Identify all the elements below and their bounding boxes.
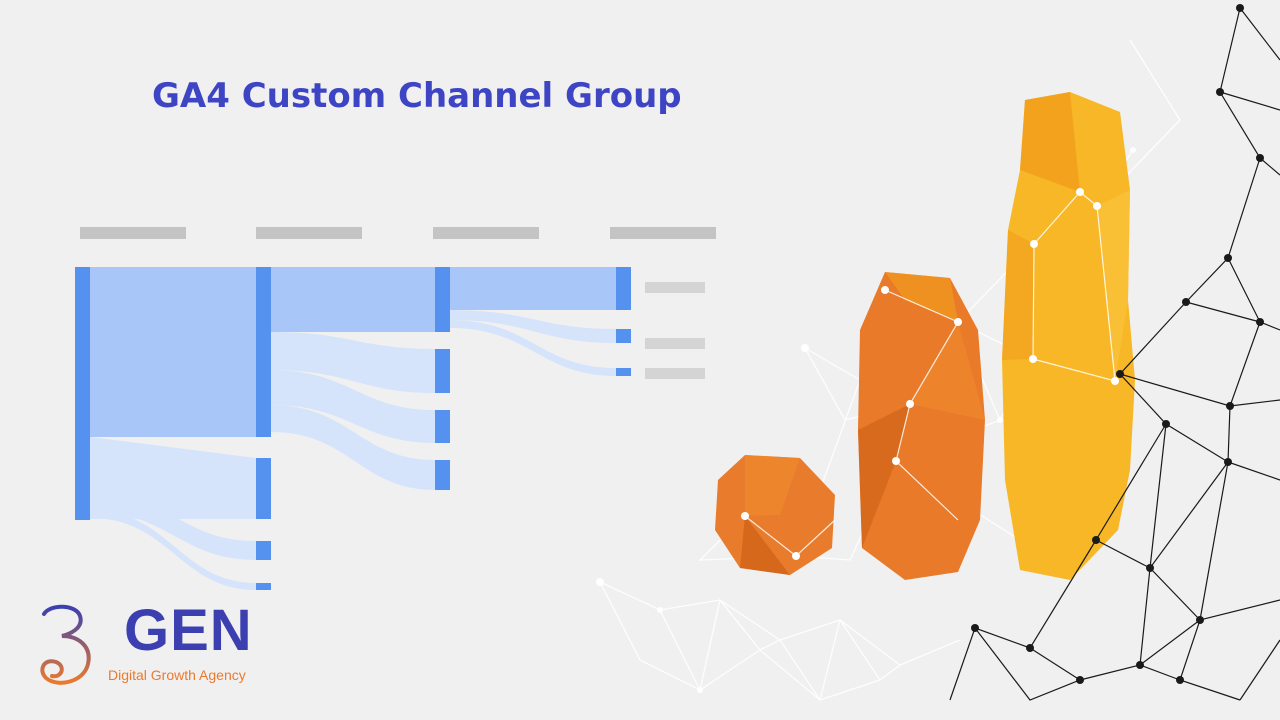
growth-bar-large xyxy=(1002,92,1135,580)
sankey-node xyxy=(256,541,271,560)
sankey-flow xyxy=(90,510,256,590)
sankey-node xyxy=(435,410,450,443)
column-header-placeholder xyxy=(433,227,539,239)
sankey-node xyxy=(616,368,631,376)
sankey-flow xyxy=(90,492,256,560)
overlay-nodes xyxy=(596,147,1136,693)
logo-wordmark: GEN xyxy=(124,598,253,663)
sankey-flow xyxy=(450,320,616,376)
slide-title: GA4 Custom Channel Group xyxy=(152,76,682,116)
sankey-node xyxy=(435,267,450,332)
sankey-node xyxy=(75,267,90,520)
sankey-flow xyxy=(90,267,256,437)
sankey-flow xyxy=(271,267,435,332)
node-label-placeholder xyxy=(645,282,705,293)
sankey-node xyxy=(256,267,271,437)
growth-bar-small xyxy=(715,455,835,575)
sankey-node xyxy=(435,460,450,490)
growth-bar-medium xyxy=(858,272,985,580)
sankey-flow xyxy=(271,405,435,490)
logo-tagline: Digital Growth Agency xyxy=(108,667,246,683)
sankey-flow xyxy=(450,267,616,310)
logo-mark-icon xyxy=(40,604,91,685)
node-label-placeholder xyxy=(645,338,705,349)
sankey-flow xyxy=(271,332,435,393)
sankey-node xyxy=(616,267,631,310)
sankey-diagram xyxy=(75,227,716,590)
dark-network-nodes xyxy=(971,4,1264,684)
sankey-node xyxy=(256,458,271,519)
sankey-node xyxy=(256,583,271,590)
sankey-node xyxy=(616,329,631,343)
column-header-placeholder xyxy=(80,227,186,239)
column-header-placeholder xyxy=(610,227,716,239)
sankey-flow xyxy=(271,370,435,443)
sankey-node xyxy=(435,349,450,393)
sankey-flow xyxy=(450,310,616,343)
column-header-placeholder xyxy=(256,227,362,239)
node-label-placeholder xyxy=(645,368,705,379)
company-logo: GEN Digital Growth Agency xyxy=(36,600,276,695)
